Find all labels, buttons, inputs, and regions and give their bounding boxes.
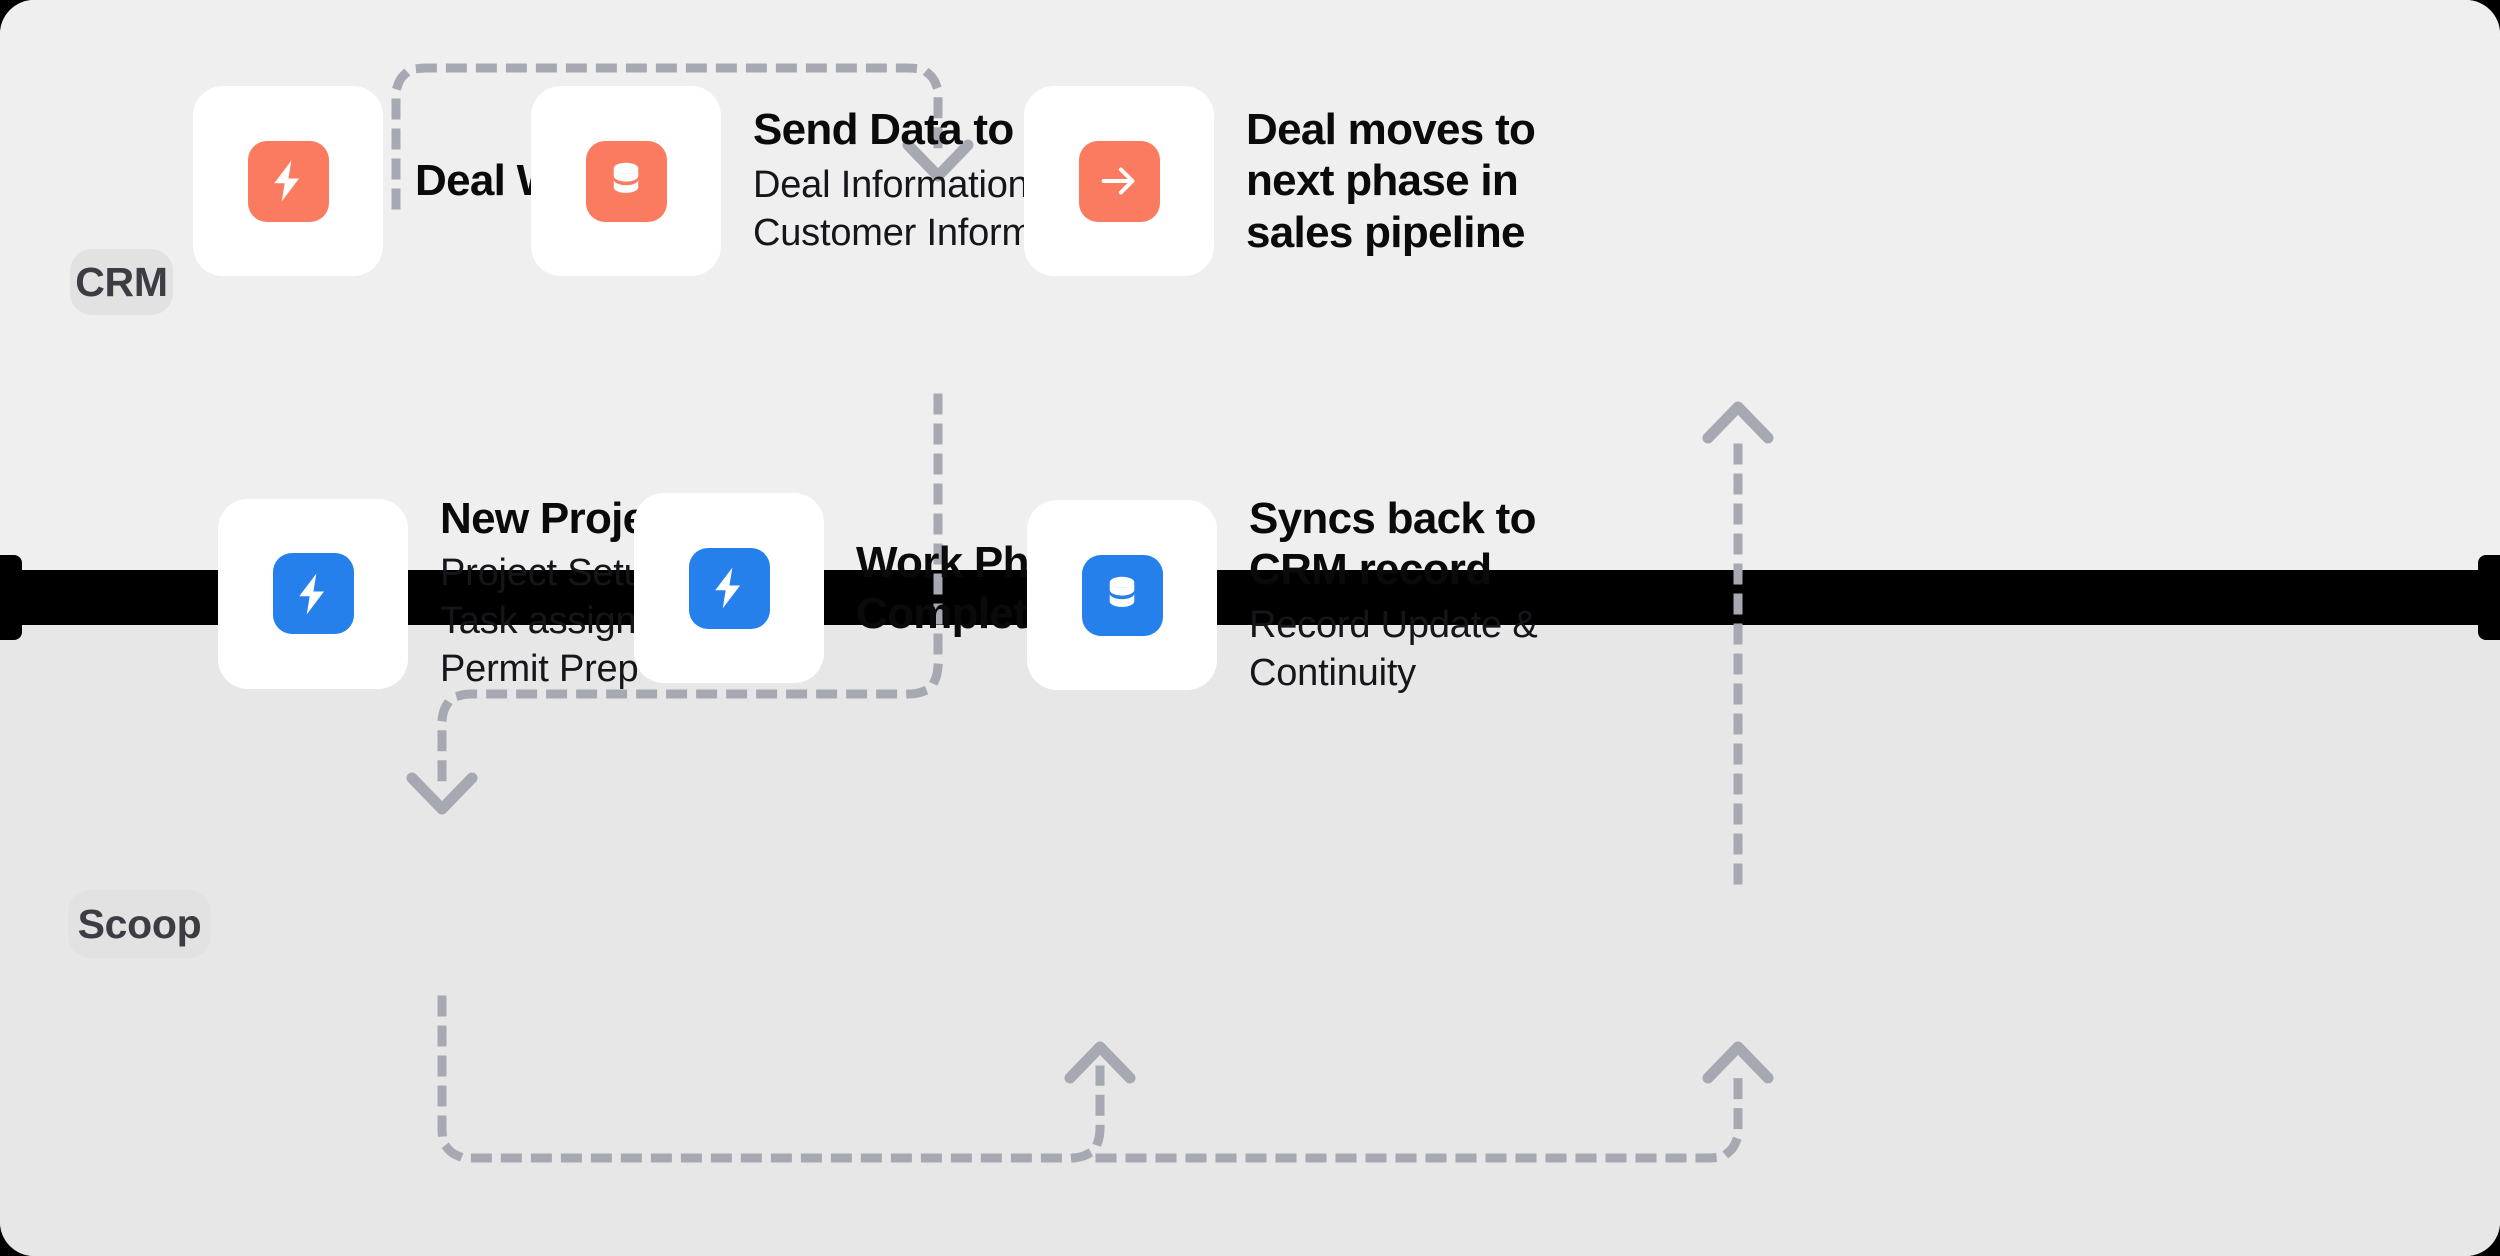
database-icon [585,140,667,222]
arrow-right-icon [1078,140,1160,222]
node-deal-moves-title: Deal moves to next phase in sales pipeli… [1246,104,1536,257]
node-new-project-subtitle-1: Project Setup [440,552,666,595]
node-syncs-back-subtitle-2: Continuity [1249,651,1416,694]
divider-bar [0,570,2500,625]
node-send-data-subtitle-1: Deal Information [753,163,1029,206]
node-syncs-back-text: Syncs back to CRM record Record Update &… [1249,493,1538,698]
divider-cap-right [2478,555,2500,640]
node-deal-moves-card[interactable] [1024,86,1214,276]
node-deal-moves-next-phase[interactable]: Deal moves to next phase in sales pipeli… [1024,86,1536,276]
lightning-bolt-icon [688,547,770,629]
lane-scoop-background [0,626,2500,1256]
lane-label-crm: CRM [70,249,173,315]
node-send-data-card[interactable] [531,86,721,276]
node-work-phase-card[interactable] [634,493,824,683]
lane-label-scoop: Scoop [68,890,211,958]
lane-label-crm-text: CRM [75,258,168,305]
database-icon [1081,554,1163,636]
node-syncs-back-title: Syncs back to CRM record [1249,494,1537,595]
lightning-bolt-icon [247,140,329,222]
node-deal-moves-text: Deal moves to next phase in sales pipeli… [1246,104,1536,258]
node-work-phase-complete[interactable]: Work Phase Complete [634,493,1101,683]
divider-cap-left [0,555,22,640]
node-new-project-card[interactable] [218,498,408,689]
node-syncs-back-card[interactable] [1027,500,1217,691]
node-syncs-back-to-crm[interactable]: Syncs back to CRM record Record Update &… [1027,493,1538,698]
lightning-bolt-icon [272,553,354,635]
node-deal-won-card[interactable] [193,86,383,276]
node-syncs-back-subtitle-1: Record Update & [1249,603,1538,646]
node-new-project-subtitle-3: Permit Prep [440,648,639,691]
lane-label-scoop-text: Scoop [77,900,202,947]
lane-divider [0,555,2500,640]
